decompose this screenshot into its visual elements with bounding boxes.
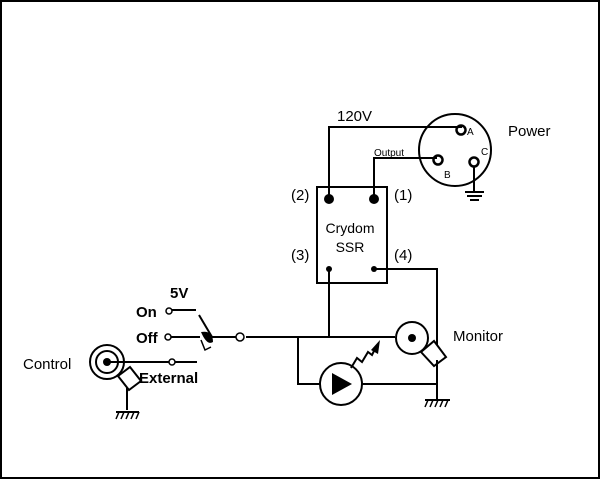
emission-arrowhead-icon xyxy=(371,340,380,354)
monitor-connector-pin xyxy=(408,334,416,342)
pin-a-socket xyxy=(455,124,467,136)
label-pin-b: B xyxy=(444,170,451,181)
switch-knob xyxy=(201,331,213,343)
control-connector-pin xyxy=(103,358,111,366)
label-on: On xyxy=(136,304,157,321)
label-control: Control xyxy=(23,356,71,373)
label-monitor: Monitor xyxy=(453,328,503,345)
pin-b-socket xyxy=(432,154,444,166)
ssr-body xyxy=(316,186,388,284)
label-term-1: (1) xyxy=(394,187,412,204)
switch-toggle-arrow-icon xyxy=(200,339,212,352)
wire-pump-left xyxy=(297,337,320,385)
ssr-label-line1: Crydom xyxy=(325,220,374,236)
wire-output xyxy=(373,157,437,195)
switch-lever[interactable] xyxy=(198,314,213,352)
power-connector-body xyxy=(418,113,492,187)
control-connector-inner-ring xyxy=(95,350,119,374)
pin-c-socket xyxy=(468,156,480,168)
ground-symbol-control xyxy=(115,411,140,420)
label-term-3: (3) xyxy=(291,247,309,264)
label-term-2: (2) xyxy=(291,187,309,204)
label-120v: 120V xyxy=(337,108,372,125)
switch-contact-on xyxy=(165,307,173,315)
label-pin-a: A xyxy=(467,127,474,138)
power-connector xyxy=(418,113,492,201)
wire-120v xyxy=(328,126,462,195)
terminal-1 xyxy=(369,194,379,204)
monitor-connector xyxy=(395,321,448,368)
label-external: External xyxy=(139,370,198,387)
ground-symbol-power xyxy=(465,191,484,201)
label-output: Output xyxy=(374,148,404,159)
label-pin-c: C xyxy=(481,147,488,158)
switch-output-terminal xyxy=(235,332,245,342)
monitor-connector-ring xyxy=(395,321,429,355)
pump-triangle xyxy=(332,373,352,395)
label-term-4: (4) xyxy=(394,247,412,264)
control-connector-shell xyxy=(116,365,143,392)
control-connector-ring xyxy=(89,344,125,380)
ssr-relay xyxy=(316,186,388,284)
emission-arrow-icon xyxy=(350,346,377,369)
label-off: Off xyxy=(136,330,159,347)
label-5v: 5V xyxy=(170,285,188,302)
ssr-label-line2: SSR xyxy=(336,239,365,255)
switch-contact-external xyxy=(168,358,176,366)
ground-symbol-monitor xyxy=(424,399,450,408)
control-connector xyxy=(89,344,143,392)
label-power: Power xyxy=(508,123,551,140)
pump-symbol xyxy=(319,362,363,406)
switch-arm xyxy=(198,314,213,338)
terminal-2 xyxy=(324,194,334,204)
switch-contact-off xyxy=(164,333,172,341)
monitor-connector-shell xyxy=(419,339,448,368)
